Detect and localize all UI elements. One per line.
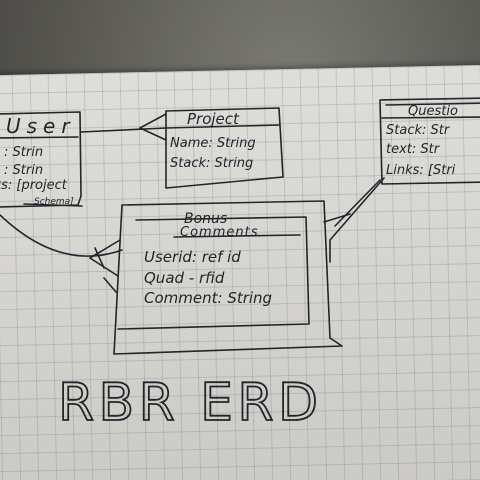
project-title-divider	[165, 124, 280, 129]
user-schema-bracket	[23, 203, 83, 207]
question-attr-links: Links: [Stri	[386, 163, 456, 178]
rel-question-bonus-tick	[323, 213, 351, 223]
question-attr-stack: Stack: Str	[386, 123, 451, 138]
bonus-attr-comment: Comment: String	[144, 289, 272, 307]
question-entity-title: Questio	[408, 104, 458, 119]
user-schema-note: Schema]	[34, 197, 74, 207]
crowfoot-bonus	[89, 239, 121, 277]
project-attr-name: Name: String	[170, 136, 256, 151]
bonus-attr-userid: Userid: ref id	[144, 248, 241, 266]
rel-question-bonus-line	[329, 177, 385, 263]
rel-question-bonus-line-2	[334, 179, 381, 227]
crowfoot-bonus-2	[103, 277, 117, 293]
user-entity-title: User	[6, 114, 76, 138]
bonus-entity-inner-box	[117, 216, 310, 330]
diagram-caption: RBR ERD	[58, 373, 328, 433]
rel-user-bonus-line	[0, 214, 123, 257]
user-attr-2: : Strin	[4, 163, 43, 178]
project-entity-title: Project	[187, 110, 240, 128]
question-title-divider	[381, 116, 480, 119]
bonus-entity-title-1: Bonus	[184, 211, 227, 227]
bonus-title-divider	[173, 234, 301, 238]
user-attr-1: : Strin	[4, 145, 43, 160]
bonus-entity-outer-box	[113, 200, 343, 355]
question-attr-text: text: Str	[386, 142, 441, 157]
bonus-entity-title-2: Comments	[180, 225, 258, 240]
user-title-divider	[0, 136, 79, 139]
user-attr-3: ts: [project	[0, 178, 68, 193]
crowfoot-project	[139, 113, 167, 141]
project-attr-stack: Stack: String	[170, 156, 253, 171]
bonus-attr-quad: Quad - rfid	[144, 269, 225, 287]
question-entity-box	[379, 97, 480, 185]
project-entity-box	[165, 107, 284, 189]
question-entity-box-inner	[385, 102, 480, 106]
rel-user-project-line	[80, 127, 167, 133]
